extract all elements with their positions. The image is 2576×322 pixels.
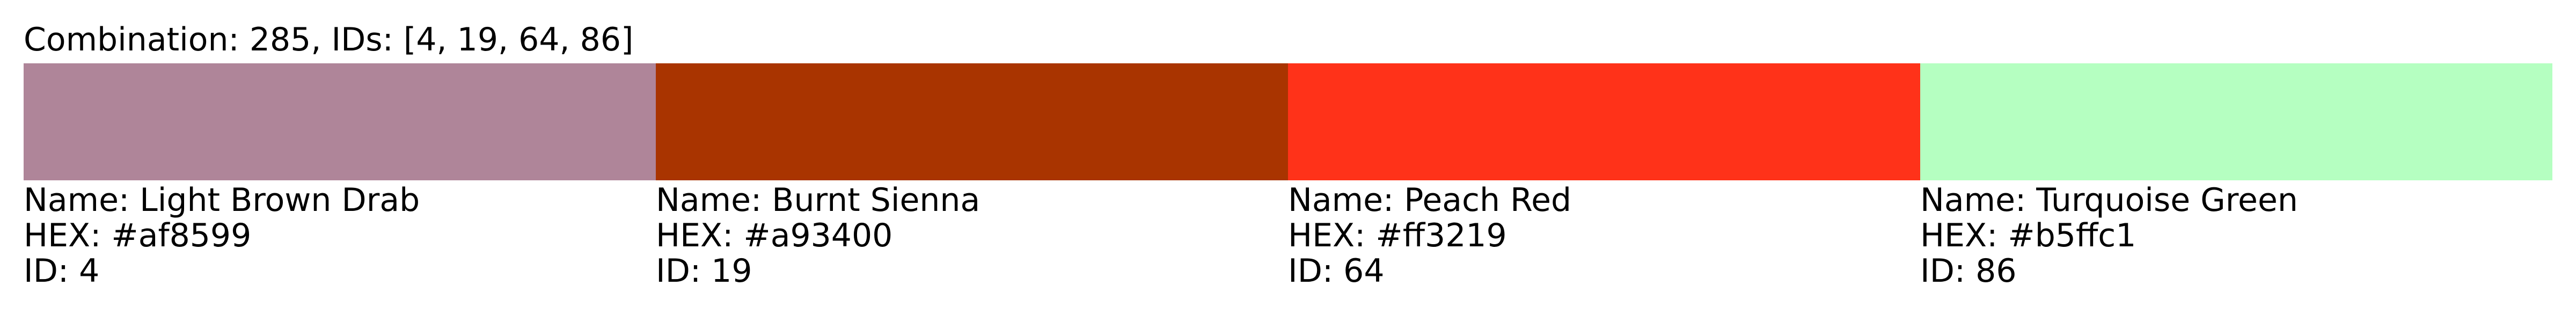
color-label-group: Name: Light Brown Drab HEX: #af8599 ID: … [24,182,656,289]
color-id-label: ID: 64 [1288,252,1385,290]
color-label-group: Name: Burnt Sienna HEX: #a93400 ID: 19 [656,182,1288,289]
color-name-label: Name: Light Brown Drab [24,181,420,219]
color-hex-label: HEX: #af8599 [24,217,252,254]
color-hex-label: HEX: #b5ffc1 [1920,217,2136,254]
color-label-group: Name: Turquoise Green HEX: #b5ffc1 ID: 8… [1920,182,2552,289]
color-id-label: ID: 4 [24,252,100,290]
color-id-label: ID: 19 [656,252,752,290]
color-name-label: Name: Peach Red [1288,181,1572,219]
color-swatch [24,63,656,180]
color-hex-label: HEX: #ff3219 [1288,217,1507,254]
color-swatch [1288,63,1920,180]
color-hex-label: HEX: #a93400 [656,217,893,254]
color-name-label: Name: Turquoise Green [1920,181,2298,219]
color-label-group: Name: Peach Red HEX: #ff3219 ID: 64 [1288,182,1920,289]
color-swatch [1920,63,2552,180]
color-name-label: Name: Burnt Sienna [656,181,980,219]
color-id-label: ID: 86 [1920,252,2017,290]
color-labels: Name: Light Brown Drab HEX: #af8599 ID: … [24,182,2552,289]
color-swatch [656,63,1288,180]
color-strip [24,63,2552,180]
combination-title: Combination: 285, IDs: [4, 19, 64, 86] [24,21,634,58]
